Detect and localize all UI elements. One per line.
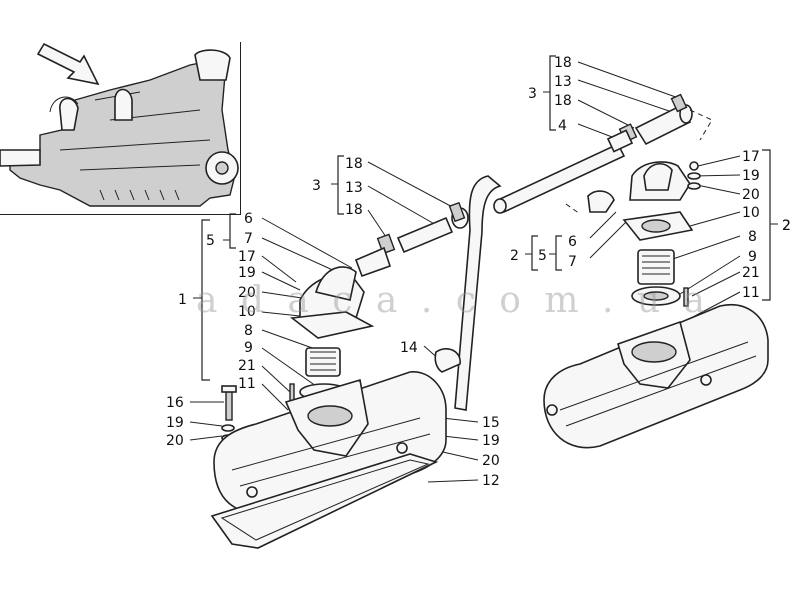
watermark-text: a d a c a . c o m . u a [196, 280, 711, 321]
callout-label: 11 [742, 285, 760, 301]
callout-label: 21 [742, 265, 760, 281]
callout-label: 16 [166, 395, 184, 411]
callout-label: 4 [558, 118, 567, 134]
callout-label: 9 [748, 249, 757, 265]
callout-label: 5 [538, 248, 547, 264]
right-valve-cover [543, 303, 769, 449]
callout-label: 10 [238, 304, 256, 320]
callout-label: 18 [554, 55, 572, 71]
callout-label: 8 [748, 229, 757, 245]
callout-label: 19 [238, 265, 256, 281]
callout-label: 20 [238, 285, 256, 301]
right-filter-stack [587, 161, 701, 307]
callout-numbers: 18 13 18 3 4 18 13 18 3 6 7 5 17 19 20 1… [166, 55, 791, 489]
callout-label: 5 [206, 233, 215, 249]
callout-label: 10 [742, 205, 760, 221]
callout-label: 19 [482, 433, 500, 449]
callout-label: 2 [510, 248, 519, 264]
inset-arrow-icon [36, 42, 100, 86]
pipe-assembly [354, 93, 713, 411]
callout-label: 7 [244, 231, 253, 247]
engine-inset-frame [0, 42, 241, 215]
callout-label: 9 [244, 340, 253, 356]
engine-inset [0, 49, 239, 207]
callout-label: 18 [345, 156, 363, 172]
callout-label: 6 [244, 211, 253, 227]
callout-label: 19 [166, 415, 184, 431]
callout-label: 18 [554, 93, 572, 109]
callout-label: 12 [482, 473, 500, 489]
callout-label: 8 [244, 323, 253, 339]
callout-brackets [193, 55, 778, 381]
callout-label: 2 [782, 218, 791, 234]
callout-label: 19 [742, 168, 760, 184]
callout-label: 15 [482, 415, 500, 431]
callout-label: 3 [312, 178, 321, 194]
callout-label: 6 [568, 234, 577, 250]
callout-label: 13 [554, 74, 572, 90]
callout-label: 17 [238, 249, 256, 265]
callout-label: 13 [345, 180, 363, 196]
left-valve-cover [210, 371, 447, 549]
callout-label: 11 [238, 376, 256, 392]
callout-label: 20 [166, 433, 184, 449]
callout-label: 21 [238, 358, 256, 374]
callout-label: 7 [568, 254, 577, 270]
callout-label: 2 [782, 218, 791, 234]
callout-label: 20 [742, 187, 760, 203]
callout-label: 17 [742, 149, 760, 165]
callout-label: 20 [482, 453, 500, 469]
callout-label: 14 [400, 340, 418, 356]
callout-label: 3 [528, 86, 537, 102]
callout-label: 1 [178, 292, 187, 308]
callout-label: 18 [345, 202, 363, 218]
